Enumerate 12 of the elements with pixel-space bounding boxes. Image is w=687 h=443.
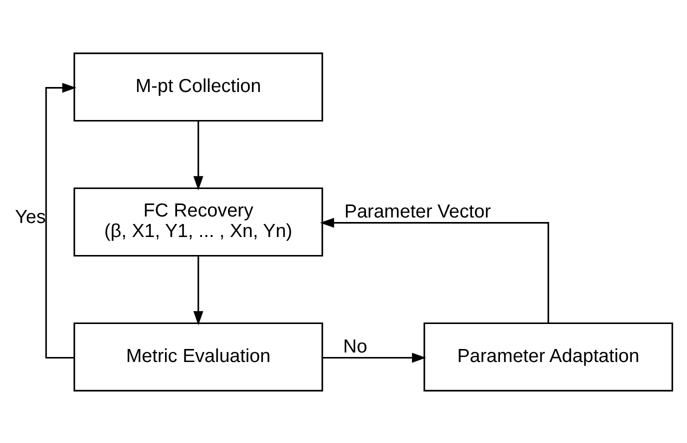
node-box: Parameter Adaptation <box>424 322 674 391</box>
arrow <box>193 256 204 325</box>
edge-label: Parameter Vector <box>344 200 491 221</box>
arrow <box>322 352 426 362</box>
node-box: Metric Evaluation <box>74 322 324 391</box>
node-box: M-pt Collection <box>74 52 324 122</box>
arrow <box>45 82 76 358</box>
arrow <box>193 120 204 190</box>
edge-label: Yes <box>15 205 46 226</box>
edge-label: No <box>343 334 368 356</box>
node-box: FC Recovery (β, X1, Y1, ... , Xn, Yn) <box>74 186 324 256</box>
arrow <box>320 217 550 322</box>
